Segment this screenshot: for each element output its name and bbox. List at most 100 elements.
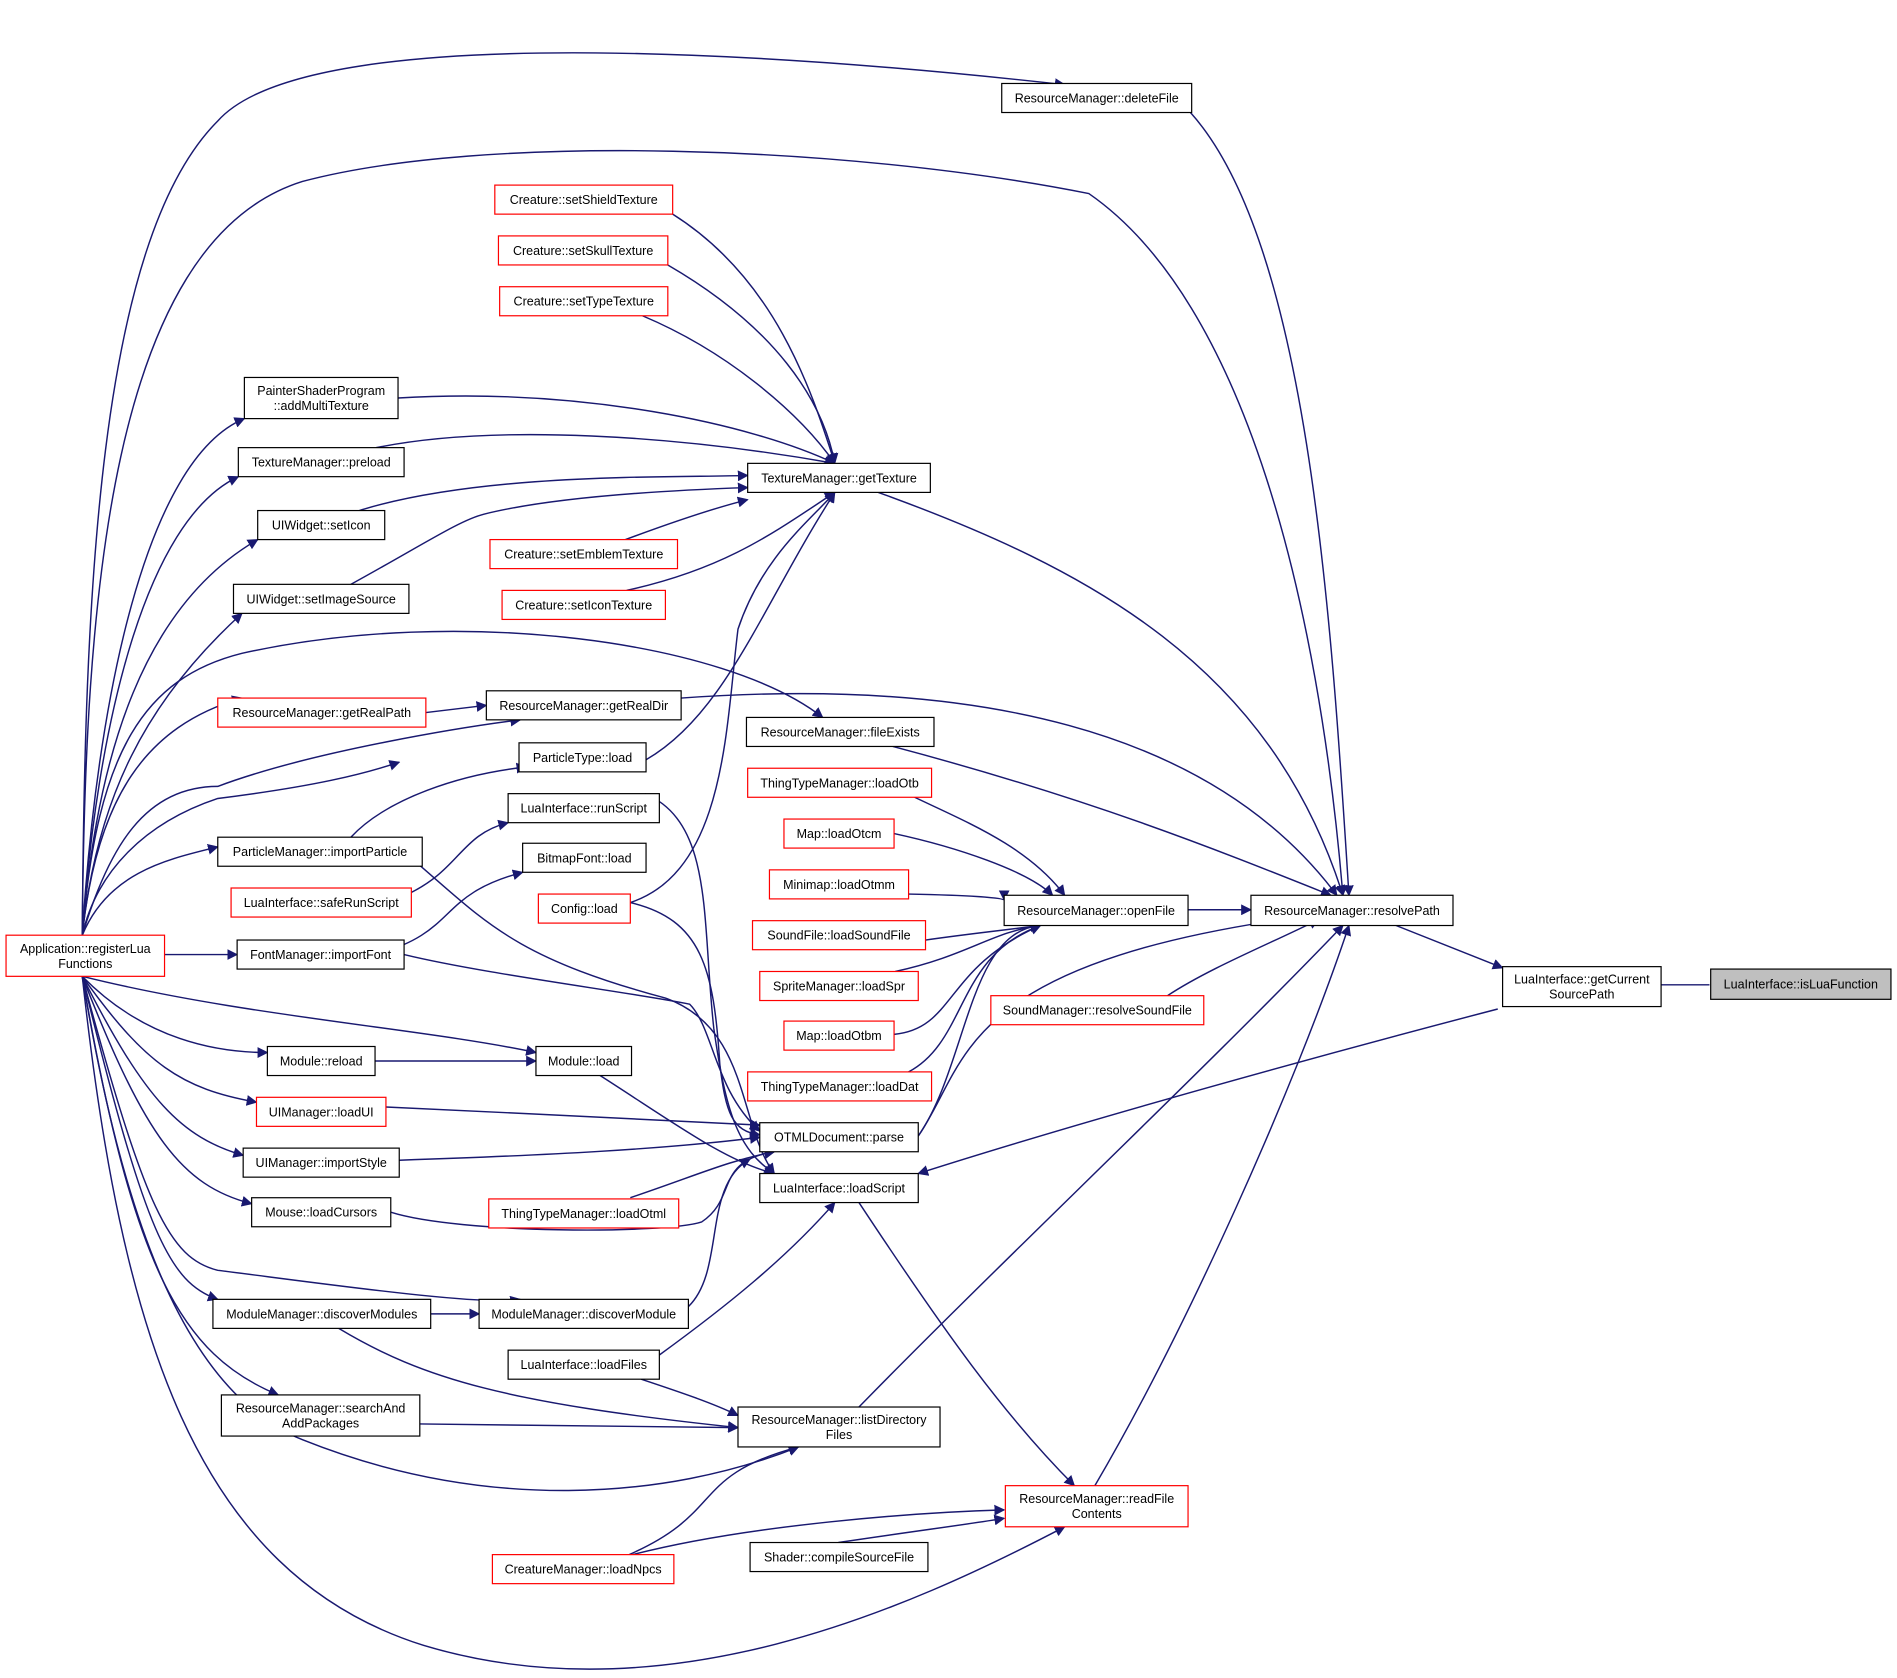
node-box[interactable] xyxy=(747,767,933,798)
node-run-script[interactable]: LuaInterface::runScript xyxy=(507,793,660,824)
node-box[interactable] xyxy=(990,995,1205,1026)
node-load-cursors[interactable]: Mouse::loadCursors xyxy=(251,1197,392,1228)
node-set-skull-texture[interactable]: Creature::setSkullTexture xyxy=(497,235,669,266)
node-set-image-source[interactable]: UIWidget::setImageSource xyxy=(232,583,410,614)
node-parse[interactable]: OTMLDocument::parse xyxy=(759,1122,919,1153)
node-box[interactable] xyxy=(537,893,631,924)
node-load-script[interactable]: LuaInterface::loadScript xyxy=(759,1172,919,1204)
node-box[interactable] xyxy=(759,1172,919,1204)
node-safe-run-script[interactable]: LuaInterface::safeRunScript xyxy=(230,887,412,918)
node-delete-file[interactable]: ResourceManager::deleteFile xyxy=(1001,82,1193,114)
node-box[interactable] xyxy=(1501,966,1662,1008)
node-box[interactable] xyxy=(230,887,412,918)
node-box[interactable] xyxy=(491,1554,675,1585)
node-discover-module[interactable]: ModuleManager::discoverModule xyxy=(478,1298,689,1329)
node-box[interactable] xyxy=(478,1298,689,1329)
node-set-icon-texture[interactable]: Creature::setIconTexture xyxy=(501,589,667,621)
node-box[interactable] xyxy=(217,697,427,728)
node-box[interactable] xyxy=(507,1349,660,1380)
node-box[interactable] xyxy=(497,235,669,266)
node-get-texture[interactable]: TextureManager::getTexture xyxy=(747,462,931,493)
node-box[interactable] xyxy=(759,970,919,1002)
node-box[interactable] xyxy=(745,716,935,748)
node-tm-preload[interactable]: TextureManager::preload xyxy=(237,447,405,478)
node-load-files[interactable]: LuaInterface::loadFiles xyxy=(507,1349,660,1380)
node-load-u-i[interactable]: UIManager::loadUI xyxy=(255,1096,387,1127)
node-load-sound-file[interactable]: SoundFile::loadSoundFile xyxy=(751,920,927,951)
node-box[interactable] xyxy=(220,1394,421,1437)
node-load-spr[interactable]: SpriteManager::loadSpr xyxy=(759,970,919,1002)
node-import-particle[interactable]: ParticleManager::importParticle xyxy=(217,836,423,867)
node-box[interactable] xyxy=(494,184,674,215)
node-open-file[interactable]: ResourceManager::openFile xyxy=(1003,894,1189,927)
node-set-icon[interactable]: UIWidget::setIcon xyxy=(257,509,386,541)
node-particle-type-load[interactable]: ParticleType::load xyxy=(518,742,647,773)
node-box[interactable] xyxy=(501,589,667,621)
node-module-reload[interactable]: Module::reload xyxy=(266,1045,376,1077)
node-get-real-dir[interactable]: ResourceManager::getRealDir xyxy=(485,690,682,721)
node-box[interactable] xyxy=(251,1197,392,1228)
node-box[interactable] xyxy=(1001,82,1193,114)
node-box[interactable] xyxy=(488,1198,680,1229)
node-add-multi-texture[interactable]: PainterShaderProgram::addMultiTexture xyxy=(243,376,399,420)
node-box[interactable] xyxy=(257,509,386,541)
node-resolve-sound-file[interactable]: SoundManager::resolveSoundFile xyxy=(990,995,1205,1026)
node-box[interactable] xyxy=(5,934,166,977)
node-config-load[interactable]: Config::load xyxy=(537,893,631,924)
node-box[interactable] xyxy=(1003,894,1189,927)
node-box[interactable] xyxy=(749,1541,929,1573)
node-module-load[interactable]: Module::load xyxy=(535,1045,633,1077)
node-box[interactable] xyxy=(737,1406,941,1448)
node-load-otcm[interactable]: Map::loadOtcm xyxy=(783,818,895,849)
node-set-emblem-texture[interactable]: Creature::setEmblemTexture xyxy=(489,538,679,570)
node-box[interactable] xyxy=(751,920,927,951)
node-box[interactable] xyxy=(212,1298,432,1329)
node-import-style[interactable]: UIManager::importStyle xyxy=(242,1147,400,1178)
node-box[interactable] xyxy=(217,836,423,867)
node-box[interactable] xyxy=(1710,968,1892,1000)
node-box[interactable] xyxy=(747,462,931,493)
node-set-shield-texture[interactable]: Creature::setShieldTexture xyxy=(494,184,674,215)
node-import-font[interactable]: FontManager::importFont xyxy=(236,939,405,970)
node-box[interactable] xyxy=(255,1096,387,1127)
node-box[interactable] xyxy=(507,793,660,824)
node-box[interactable] xyxy=(759,1122,919,1153)
node-box[interactable] xyxy=(518,742,647,773)
node-box[interactable] xyxy=(783,818,895,849)
node-box[interactable] xyxy=(237,447,405,478)
node-box[interactable] xyxy=(232,583,410,614)
node-box[interactable] xyxy=(242,1147,400,1178)
node-box[interactable] xyxy=(236,939,405,970)
node-load-otmm[interactable]: Minimap::loadOtmm xyxy=(768,869,910,900)
node-load-otml[interactable]: ThingTypeManager::loadOtml xyxy=(488,1198,680,1229)
node-box[interactable] xyxy=(485,690,682,721)
node-get-real-path[interactable]: ResourceManager::getRealPath xyxy=(217,697,427,728)
node-box[interactable] xyxy=(522,842,647,873)
node-load-otbm[interactable]: Map::loadOtbm xyxy=(783,1020,895,1051)
node-box[interactable] xyxy=(535,1045,633,1077)
node-box[interactable] xyxy=(747,1071,933,1102)
node-box[interactable] xyxy=(783,1020,895,1051)
node-set-type-texture[interactable]: Creature::setTypeTexture xyxy=(499,286,669,317)
node-root[interactable]: LuaInterface::isLuaFunction xyxy=(1710,968,1892,1000)
node-load-npcs[interactable]: CreatureManager::loadNpcs xyxy=(491,1554,675,1585)
node-resolve-path[interactable]: ResourceManager::resolvePath xyxy=(1250,894,1454,927)
node-load-dat[interactable]: ThingTypeManager::loadDat xyxy=(747,1071,933,1102)
node-box[interactable] xyxy=(489,538,679,570)
node-compile-source-file[interactable]: Shader::compileSourceFile xyxy=(749,1541,929,1573)
node-box[interactable] xyxy=(243,376,399,420)
node-bitmap-font-load[interactable]: BitmapFont::load xyxy=(522,842,647,873)
node-file-exists[interactable]: ResourceManager::fileExists xyxy=(745,716,935,748)
node-box[interactable] xyxy=(266,1045,376,1077)
node-box[interactable] xyxy=(1250,894,1454,927)
node-box[interactable] xyxy=(499,286,669,317)
node-box[interactable] xyxy=(1004,1485,1189,1528)
node-load-otb[interactable]: ThingTypeManager::loadOtb xyxy=(747,767,933,798)
node-box[interactable] xyxy=(768,869,910,900)
node-discover-modules[interactable]: ModuleManager::discoverModules xyxy=(212,1298,432,1329)
